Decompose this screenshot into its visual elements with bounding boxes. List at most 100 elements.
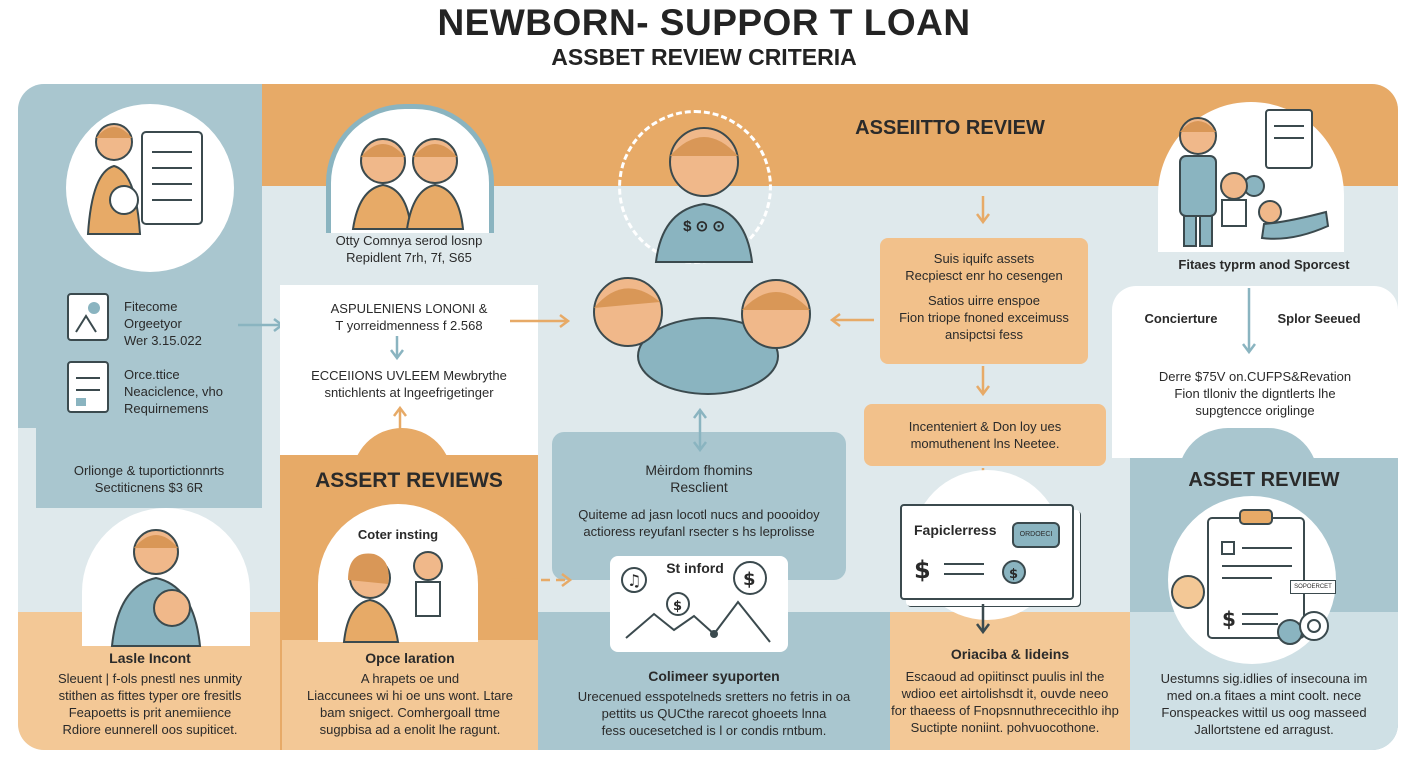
col2-top-illustration xyxy=(326,104,494,233)
left-block1: Fitecome Orgeetyor Wer 3.15.022 xyxy=(124,298,254,349)
svg-text:$: $ xyxy=(673,599,682,614)
form-icon xyxy=(66,360,112,421)
center-mid-line1: Mėirdom fhomins xyxy=(645,462,753,478)
col2-heading: ASSERT REVIEWS xyxy=(315,469,503,492)
col2-box-line3: ECCEIIONS UVLEEM Mewbrythe xyxy=(311,368,507,383)
col4-assets-box xyxy=(880,238,1088,364)
col2-bottom-line3: bam snigect. Comhergoall ttme xyxy=(320,705,500,720)
document-review-icon: $ xyxy=(1171,509,1329,645)
col2-bottom-line1: A hrapets oe und xyxy=(360,671,460,686)
right-note-line3: supgtencce origlinge xyxy=(1195,403,1315,418)
arrow-down-icon xyxy=(390,336,404,361)
right-note: Derre $75V on.CUFPS&Revation Fion tlloni… xyxy=(1118,368,1392,419)
left-summary-panel xyxy=(36,428,262,508)
left-summary: Orlionge & tuportictionnrts Sectiticnens… xyxy=(36,462,262,496)
newborn-babies-icon xyxy=(593,277,811,395)
col2-caption-line1: Otty Comnya serod losnp xyxy=(335,233,483,248)
col4-box2-line1: Incenteniert & Don loy ues xyxy=(908,419,1062,434)
col4-box2-text: Incenteniert & Don loy ues momuthenent l… xyxy=(866,418,1104,452)
right-note-line2: Fion tlloniv the digntlerts lhe xyxy=(1174,386,1336,401)
center-babies-illustration xyxy=(580,272,830,407)
left-block2-line1: Orce.ttice xyxy=(124,367,180,382)
col2-caption-line2: Repidlent 7rh, 7f, S65 xyxy=(346,250,472,265)
svg-text:$: $ xyxy=(1009,567,1018,582)
col4-card-title: Fapiclerress xyxy=(914,522,997,538)
col2-box-line1: ASPULENIENS LONONI & xyxy=(330,301,488,316)
left-block1-line1: Fitecome xyxy=(124,299,178,314)
center-finance-card: ♫ $ $ St inford xyxy=(610,556,788,652)
col4-card-badge: ORDOECI xyxy=(1012,522,1060,548)
left-bottom-illustration xyxy=(82,508,250,647)
document-icon xyxy=(66,292,112,349)
center-bottom-line1: Urecenued esspotelneds sretters no fetri… xyxy=(577,689,851,704)
col2-box-line2: T yorreidmenness f 2.568 xyxy=(335,318,483,333)
col2-bottom-heading: Opce laration xyxy=(365,650,455,666)
left-bottom-line3: Feapoetts is prit anemiience xyxy=(68,705,232,720)
col4-box1-line4: Fion triope fnoned exceimuss xyxy=(899,310,1069,325)
center-shirt-icons: $ ⊙ ⊙ xyxy=(683,218,725,235)
arrow-up-down-icon xyxy=(693,407,707,453)
right-top-illustration xyxy=(1158,102,1344,252)
col2-box-line4: sntichlents at lngeefrigetinger xyxy=(324,385,494,400)
col2-box-bottom: ECCEIIONS UVLEEM Mewbrythe sntichlents a… xyxy=(282,367,536,401)
right-bottom-line2: med on.a fitaes a mint coolt. nece xyxy=(1166,688,1362,703)
right-doc-circle: $ SOPOERCET xyxy=(1168,496,1336,664)
right-option1: Concierture xyxy=(1144,311,1218,326)
center-mid-panel xyxy=(552,432,846,580)
arrow-down-icon xyxy=(976,366,990,397)
right-note-line1: Derre $75V on.CUFPS&Revation xyxy=(1158,369,1352,384)
left-block2-line3: Requirnemens xyxy=(124,401,209,416)
right-bottom-line4: Jallortstene ed arragust. xyxy=(1194,722,1334,737)
col2-bottom-text: A hrapets oe und Liaccunees wi hi oe uns… xyxy=(284,670,536,738)
col4-bottom-heading: Oriaciba & lideins xyxy=(950,646,1070,662)
family-with-documents-icon xyxy=(1179,109,1330,247)
arrow-left-icon xyxy=(829,313,874,327)
right-caption: Fitaes typrm anod Sporcest xyxy=(1178,257,1350,272)
col2-box-top: ASPULENIENS LONONI & T yorreidmenness f … xyxy=(282,300,536,334)
left-top-illustration xyxy=(66,104,234,272)
page-subtitle: ASSBET REVIEW CRITERIA xyxy=(551,44,857,70)
left-summary-line1: Orlionge & tuportictionnrts xyxy=(73,463,225,478)
col2-bottom-line2: Liaccunees wi hi oe uns wont. Ltare xyxy=(307,688,513,703)
center-child-illustration xyxy=(652,122,754,267)
col4-box2-line2: momuthenent lns Neetee. xyxy=(910,436,1060,451)
center-mid-line2: Resclient xyxy=(670,479,728,495)
right-bottom-line3: Fonspeackes wittil us oog masseed xyxy=(1161,705,1367,720)
finance-chart-icon: ♫ $ $ xyxy=(621,561,771,643)
col4-heading: ASSEIITTO REVIEW xyxy=(855,117,1045,139)
col4-box1-line2: Recpiesct enr ho cesengen xyxy=(905,268,1063,283)
col4-bottom-line3: for thaeess of Fnopsnnuthrececithlo ihp xyxy=(891,703,1119,718)
left-block1-line2: Orgeetyor xyxy=(124,316,182,331)
right-bottom-line1: Uestumns sig.idlies of insecouna im xyxy=(1160,671,1368,686)
col4-bottom-line4: Suctipte noniint. pohvuocothone. xyxy=(910,720,1100,735)
dollar-lines-icon: $ $ xyxy=(914,556,1026,584)
col4-box1-text: Suis iquifc assets Recpiesct enr ho cese… xyxy=(882,250,1086,343)
left-bottom-text: Sleuent | f-ols pnestl nes unmity stithe… xyxy=(24,670,276,738)
col4-bottom-line1: Escaoud ad opiitinsct puulis inl the xyxy=(905,669,1105,684)
center-mid-text: Mėirdom fhomins Resclient Quiteme ad jas… xyxy=(556,462,842,540)
right-bottom-text: Uestumns sig.idlies of insecouna im med … xyxy=(1132,670,1396,738)
col4-finance-card: Fapiclerress ORDOECI $ $ xyxy=(900,504,1074,600)
center-bottom-text: Urecenued esspotelneds sretters no fetri… xyxy=(544,688,884,739)
parent-with-checklist-icon xyxy=(86,123,203,235)
mother-child-icon xyxy=(342,551,443,643)
left-bottom-heading: Lasle Incont xyxy=(109,650,191,666)
left-summary-line2: Sectiticnens $3 6R xyxy=(94,480,204,495)
col4-box1-line5: ansipctsi fess xyxy=(944,327,1024,342)
center-card-label: St inford xyxy=(666,560,724,576)
svg-text:$: $ xyxy=(743,569,756,590)
left-bottom-line1: Sleuent | f-ols pnestl nes unmity xyxy=(57,671,243,686)
col2-bottom-line4: sugpbisa ad a enolit lhe ragunt. xyxy=(319,722,501,737)
center-bottom-heading: Colimeer syuporten xyxy=(648,668,780,684)
svg-text:$: $ xyxy=(914,556,931,584)
left-bottom-line2: stithen as fittes typer ore fresitls xyxy=(58,688,242,703)
col2-caption: Otty Comnya serod losnp Repidlent 7rh, 7… xyxy=(280,232,538,266)
child-icon xyxy=(654,127,754,263)
col4-bottom-text: Escaoud ad opiitinsct puulis inl the wdi… xyxy=(880,668,1130,736)
col4-bottom-line2: wdioo eet airtolishsdt it, ouvde neeo xyxy=(901,686,1109,701)
left-block2-line2: Neaciclence, vho xyxy=(124,384,223,399)
arrow-right-icon xyxy=(510,314,571,328)
dashed-arrow-right-icon xyxy=(496,573,573,587)
right-heading: ASSET REVIEW xyxy=(1188,469,1340,491)
page-title: NEWBORN- SUPPOR T LOAN xyxy=(437,2,971,43)
